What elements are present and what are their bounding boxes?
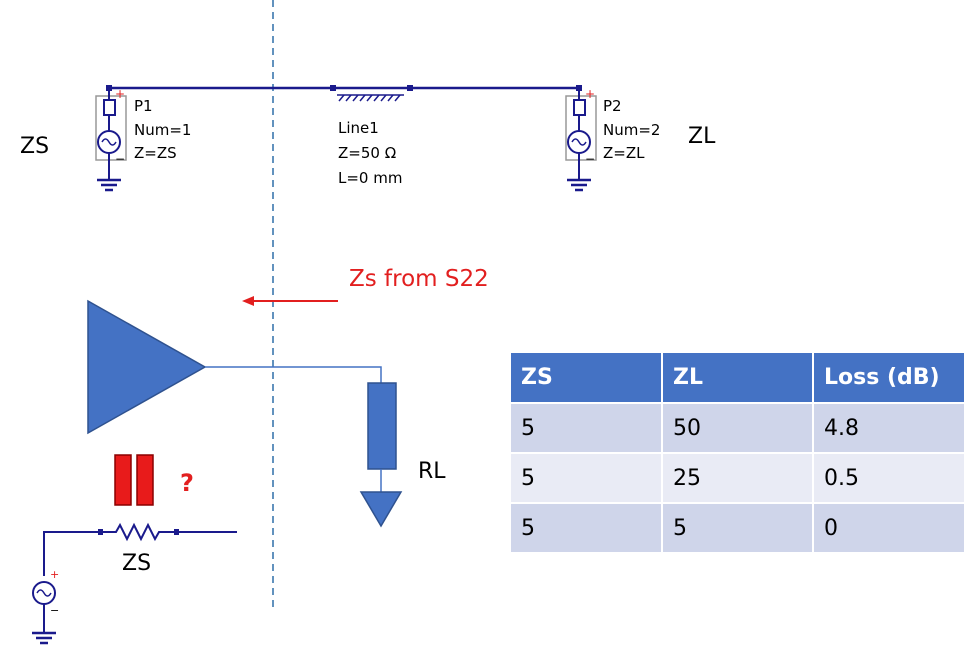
table-cell: 5 [511, 403, 663, 454]
source-resistor-label: ZS [122, 551, 151, 576]
svg-text:+: + [585, 87, 595, 101]
table-cell: 50 [662, 403, 814, 454]
table-cell: 0 [813, 503, 966, 554]
column-header-zl: ZL [662, 353, 814, 404]
table-cell: 25 [662, 453, 814, 504]
amplifier-block [87, 299, 403, 528]
port1-name: P1 [134, 97, 153, 115]
port2-impedance: Z=ZL [603, 144, 645, 162]
column-header-loss: Loss (dB) [813, 353, 966, 404]
port2-name: P2 [603, 97, 622, 115]
load-ground-icon [359, 491, 403, 528]
port1-symbol: + − [95, 87, 127, 192]
source-circuit: + − [32, 522, 237, 645]
table-cell: 0.5 [813, 453, 966, 504]
column-header-zs: ZS [511, 353, 663, 404]
port1-num: Num=1 [134, 121, 191, 139]
table-cell: 5 [662, 503, 814, 554]
zs-from-s22-label: Zs from S22 [349, 266, 489, 292]
svg-text:−: − [115, 152, 125, 166]
resistor-zigzag-icon [100, 522, 177, 542]
zl-label: ZL [688, 124, 716, 149]
table-cell: 5 [511, 503, 663, 554]
amplifier-output-wire [205, 366, 382, 383]
amplifier-triangle [87, 299, 207, 435]
table-row: 5 5 0 [511, 503, 966, 554]
table-row: 5 25 0.5 [511, 453, 966, 504]
question-mark: ? [180, 469, 194, 497]
line1-ground-hatch [337, 94, 404, 102]
left-arrow-icon [242, 296, 338, 306]
loss-table: ZS ZL Loss (dB) 5 50 4.8 5 25 0.5 5 5 0 [511, 353, 966, 554]
table-cell: 4.8 [813, 403, 966, 454]
line1-length: L=0 mm [338, 169, 402, 187]
port1-impedance: Z=ZS [134, 144, 177, 162]
rl-label: RL [418, 459, 446, 484]
svg-text:−: − [585, 152, 595, 166]
line1-impedance: Z=50 Ω [338, 144, 396, 162]
zs-label: ZS [20, 134, 49, 159]
table-row: 5 50 4.8 [511, 403, 966, 454]
svg-text:−: − [50, 604, 59, 617]
parallel-symbol-icon [114, 454, 154, 506]
table-header-row: ZS ZL Loss (dB) [511, 353, 966, 404]
line1-name: Line1 [338, 119, 379, 137]
svg-text:+: + [115, 87, 125, 101]
load-resistor [367, 382, 397, 470]
port2-num: Num=2 [603, 121, 660, 139]
svg-text:+: + [50, 568, 59, 581]
table-cell: 5 [511, 453, 663, 504]
top-schematic: + − + − P1 Num=1 Z=ZS Line1 Z=50 Ω L=0 m… [20, 85, 716, 192]
port2-symbol: + − [565, 87, 597, 192]
